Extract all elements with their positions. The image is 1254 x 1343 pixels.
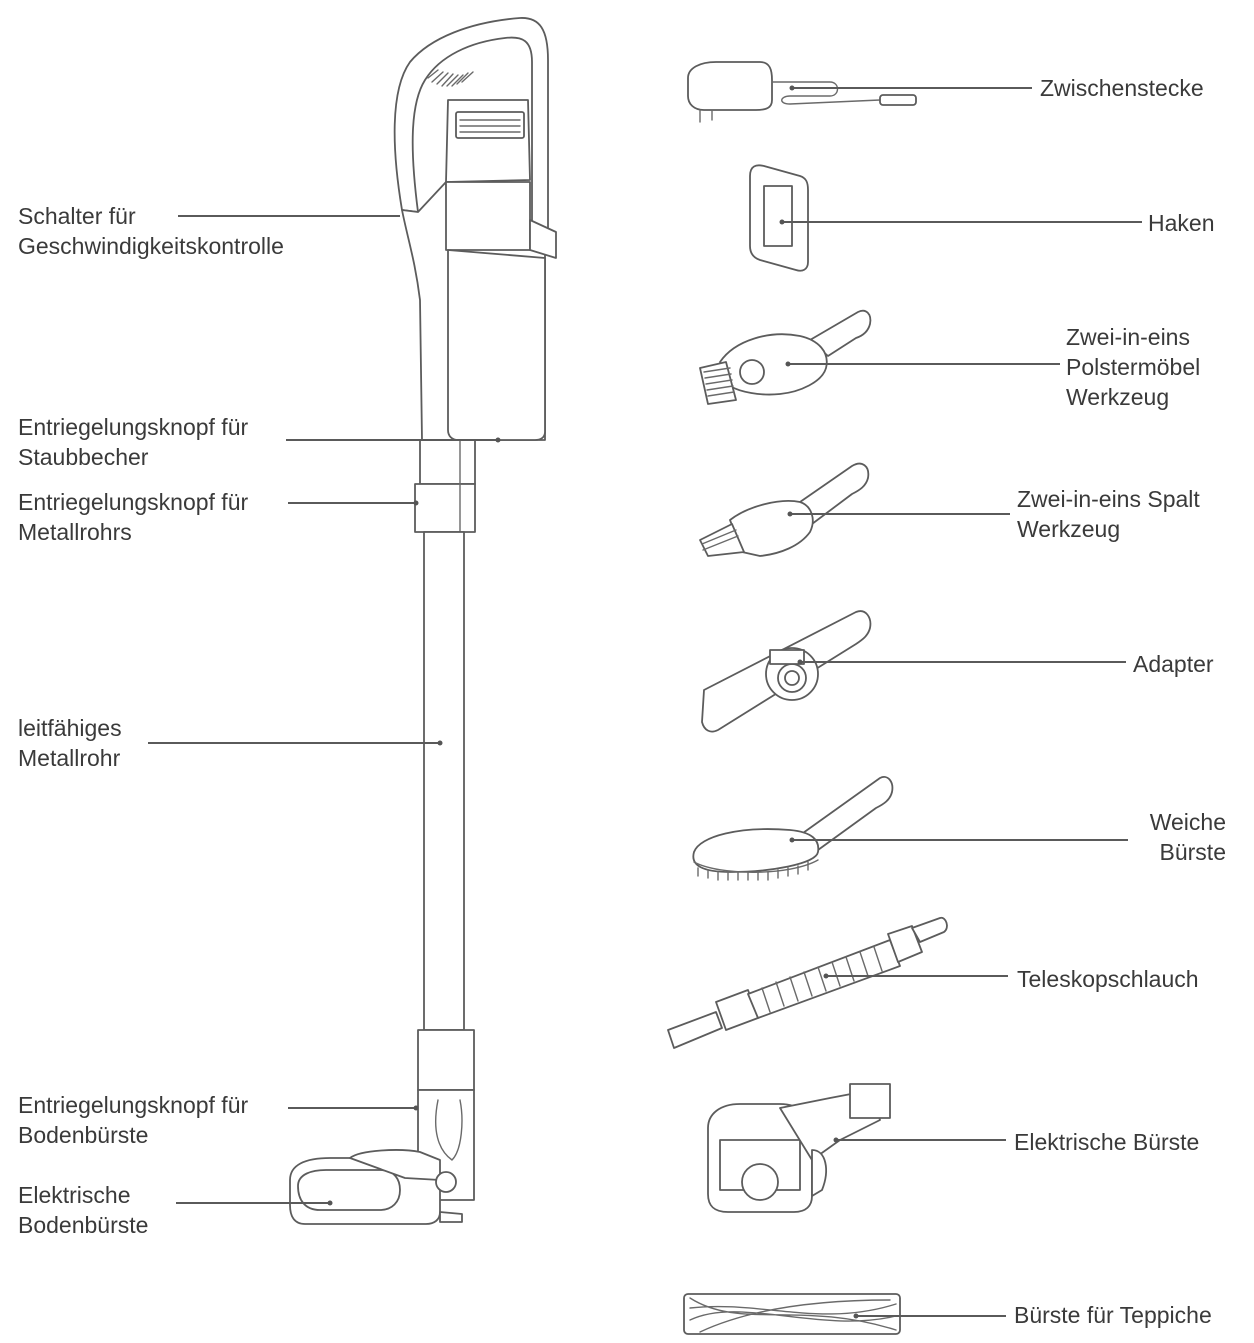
crevice-tool-illustration: [699, 462, 870, 557]
label-line: Metallrohrs: [18, 519, 132, 545]
leader-lines: [148, 87, 1142, 1317]
label-line: Werkzeug: [1017, 516, 1121, 542]
label-dust-cup-release: Entriegelungsknopf für Staubbecher: [18, 412, 248, 472]
hook-illustration: [749, 164, 809, 272]
label-line: Haken: [1148, 210, 1215, 236]
leader-dots: [327, 85, 859, 1319]
label-line: Zwischenstecke: [1040, 75, 1204, 101]
label-tube-release: Entriegelungsknopf für Metallrohrs: [18, 487, 248, 547]
telescopic-hose-illustration: [667, 916, 948, 1049]
label-electric-brush: Elektrische Bürste: [1014, 1127, 1199, 1157]
label-line: Werkzeug: [1066, 384, 1170, 410]
label-speed-switch: Schalter für Geschwindigkeitskontrolle: [18, 201, 284, 261]
label-soft-brush: Weiche Bürste: [1130, 807, 1226, 867]
label-line: Elektrische Bürste: [1014, 1129, 1200, 1155]
soft-brush-illustration: [692, 776, 894, 881]
vacuum-cleaner-illustration: [289, 17, 557, 1225]
label-floor-brush-release: Entriegelungsknopf für Bodenbürste: [18, 1090, 248, 1150]
label-line: Elektrische: [18, 1182, 131, 1208]
label-line: Adapter: [1133, 651, 1214, 677]
label-metal-tube: leitfähiges Metallrohr: [18, 713, 122, 773]
label-line: Zwei-in-eins Spalt: [1017, 486, 1200, 512]
label-telescopic-hose: Teleskopschlauch: [1017, 964, 1199, 994]
label-line: Entriegelungsknopf für: [18, 414, 249, 440]
label-line: Schalter für: [18, 203, 136, 229]
label-hook: Haken: [1148, 208, 1214, 238]
label-line: Bürste für Teppiche: [1014, 1302, 1212, 1328]
label-crevice-tool: Zwei-in-eins Spalt Werkzeug: [1017, 484, 1200, 544]
label-line: Weiche: [1149, 809, 1226, 835]
label-upholstery-tool: Zwei-in-eins Polstermöbel Werkzeug: [1066, 322, 1200, 412]
label-line: Entriegelungsknopf für: [18, 1092, 249, 1118]
label-line: Zwei-in-eins: [1066, 324, 1190, 350]
label-electric-floor-brush: Elektrische Bodenbürste: [18, 1180, 148, 1240]
adapter-illustration: [701, 610, 872, 733]
adapter-plug-illustration: [687, 61, 917, 123]
label-line: Geschwindigkeitskontrolle: [18, 233, 284, 259]
label-line: Bürste: [1159, 839, 1226, 865]
label-adapter-plug: Zwischenstecke: [1040, 73, 1204, 103]
label-line: Staubbecher: [18, 444, 149, 470]
label-line: Entriegelungsknopf für: [18, 489, 249, 515]
label-line: leitfähiges: [18, 715, 122, 741]
upholstery-tool-illustration: [699, 309, 872, 405]
label-line: Polstermöbel: [1066, 354, 1201, 380]
label-line: Metallrohr: [18, 745, 121, 771]
label-line: Teleskopschlauch: [1017, 966, 1199, 992]
label-adapter: Adapter: [1133, 649, 1214, 679]
carpet-brush-illustration: [683, 1293, 901, 1335]
label-line: Bodenbürste: [18, 1122, 149, 1148]
label-carpet-brush: Bürste für Teppiche: [1014, 1300, 1212, 1330]
electric-brush-illustration: [707, 1083, 891, 1213]
label-line: Bodenbürste: [18, 1212, 149, 1238]
